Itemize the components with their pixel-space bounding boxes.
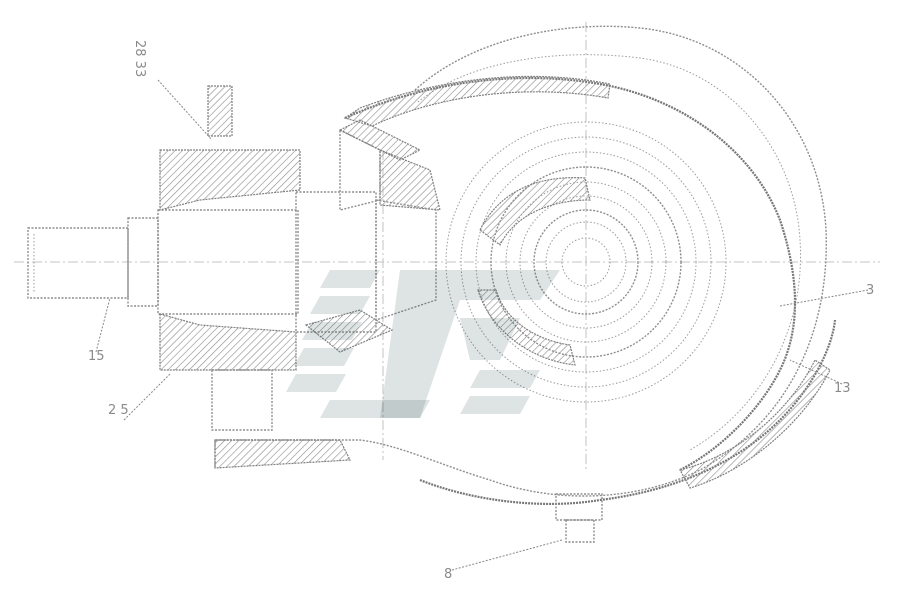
callout-right-lower: 13 [834,381,851,396]
input-shaft [27,85,381,469]
watermark-logo [286,270,560,418]
leader-lines [95,79,869,571]
housing-outline [214,25,837,506]
callout-left-lower: 2 5 [108,403,129,418]
callout-labels: 28 33 3 15 2 5 13 8 [88,40,874,582]
bottom-bolt [555,493,603,543]
callout-left-middle: 15 [88,349,105,364]
callout-bottom: 8 [444,567,452,582]
pinion-gear [304,119,441,353]
callout-right-upper: 3 [866,283,874,298]
ring-gear [445,121,727,403]
callout-top-left: 28 33 [132,40,147,77]
